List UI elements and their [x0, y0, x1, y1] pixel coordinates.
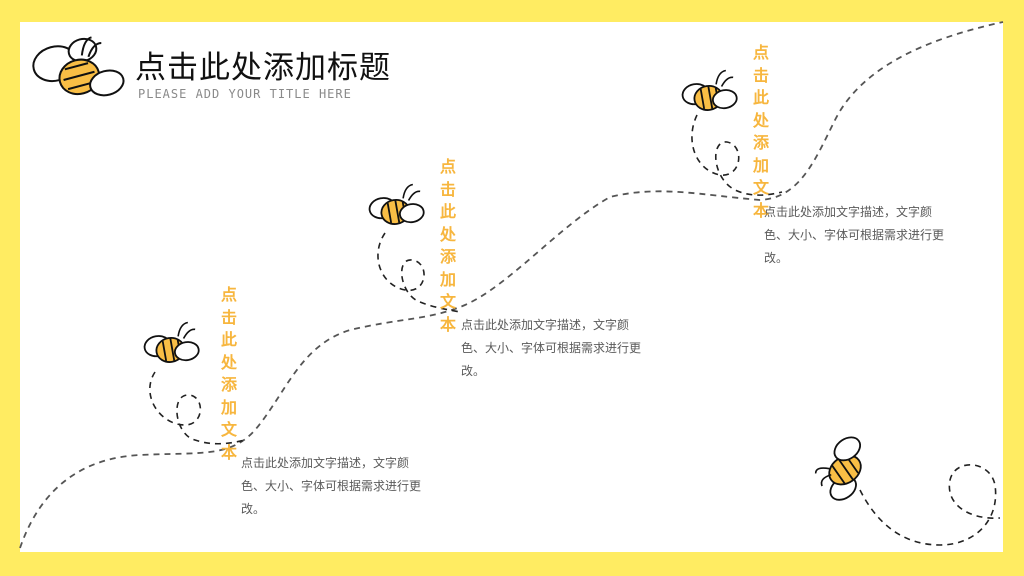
step-1-description: 点击此处添加文字描述，文字颜色、大小、字体可根据需求进行更改。: [241, 456, 422, 516]
step-2-label: 点击此处添加文本: [439, 157, 456, 334]
step-1-label: 点击此处添加文本: [220, 285, 237, 462]
page-title: 点击此处添加标题: [135, 50, 391, 86]
step-3-description: 点击此处添加文字描述，文字颜色、大小、字体可根据需求进行更改。: [764, 205, 945, 265]
step-3-label: 点击此处添加文本: [752, 43, 769, 220]
step-2-description: 点击此处添加文字描述，文字颜色、大小、字体可根据需求进行更改。: [461, 318, 642, 378]
page-subtitle: PLEASE ADD YOUR TITLE HERE: [138, 87, 352, 101]
slide-canvas: [20, 22, 1003, 552]
